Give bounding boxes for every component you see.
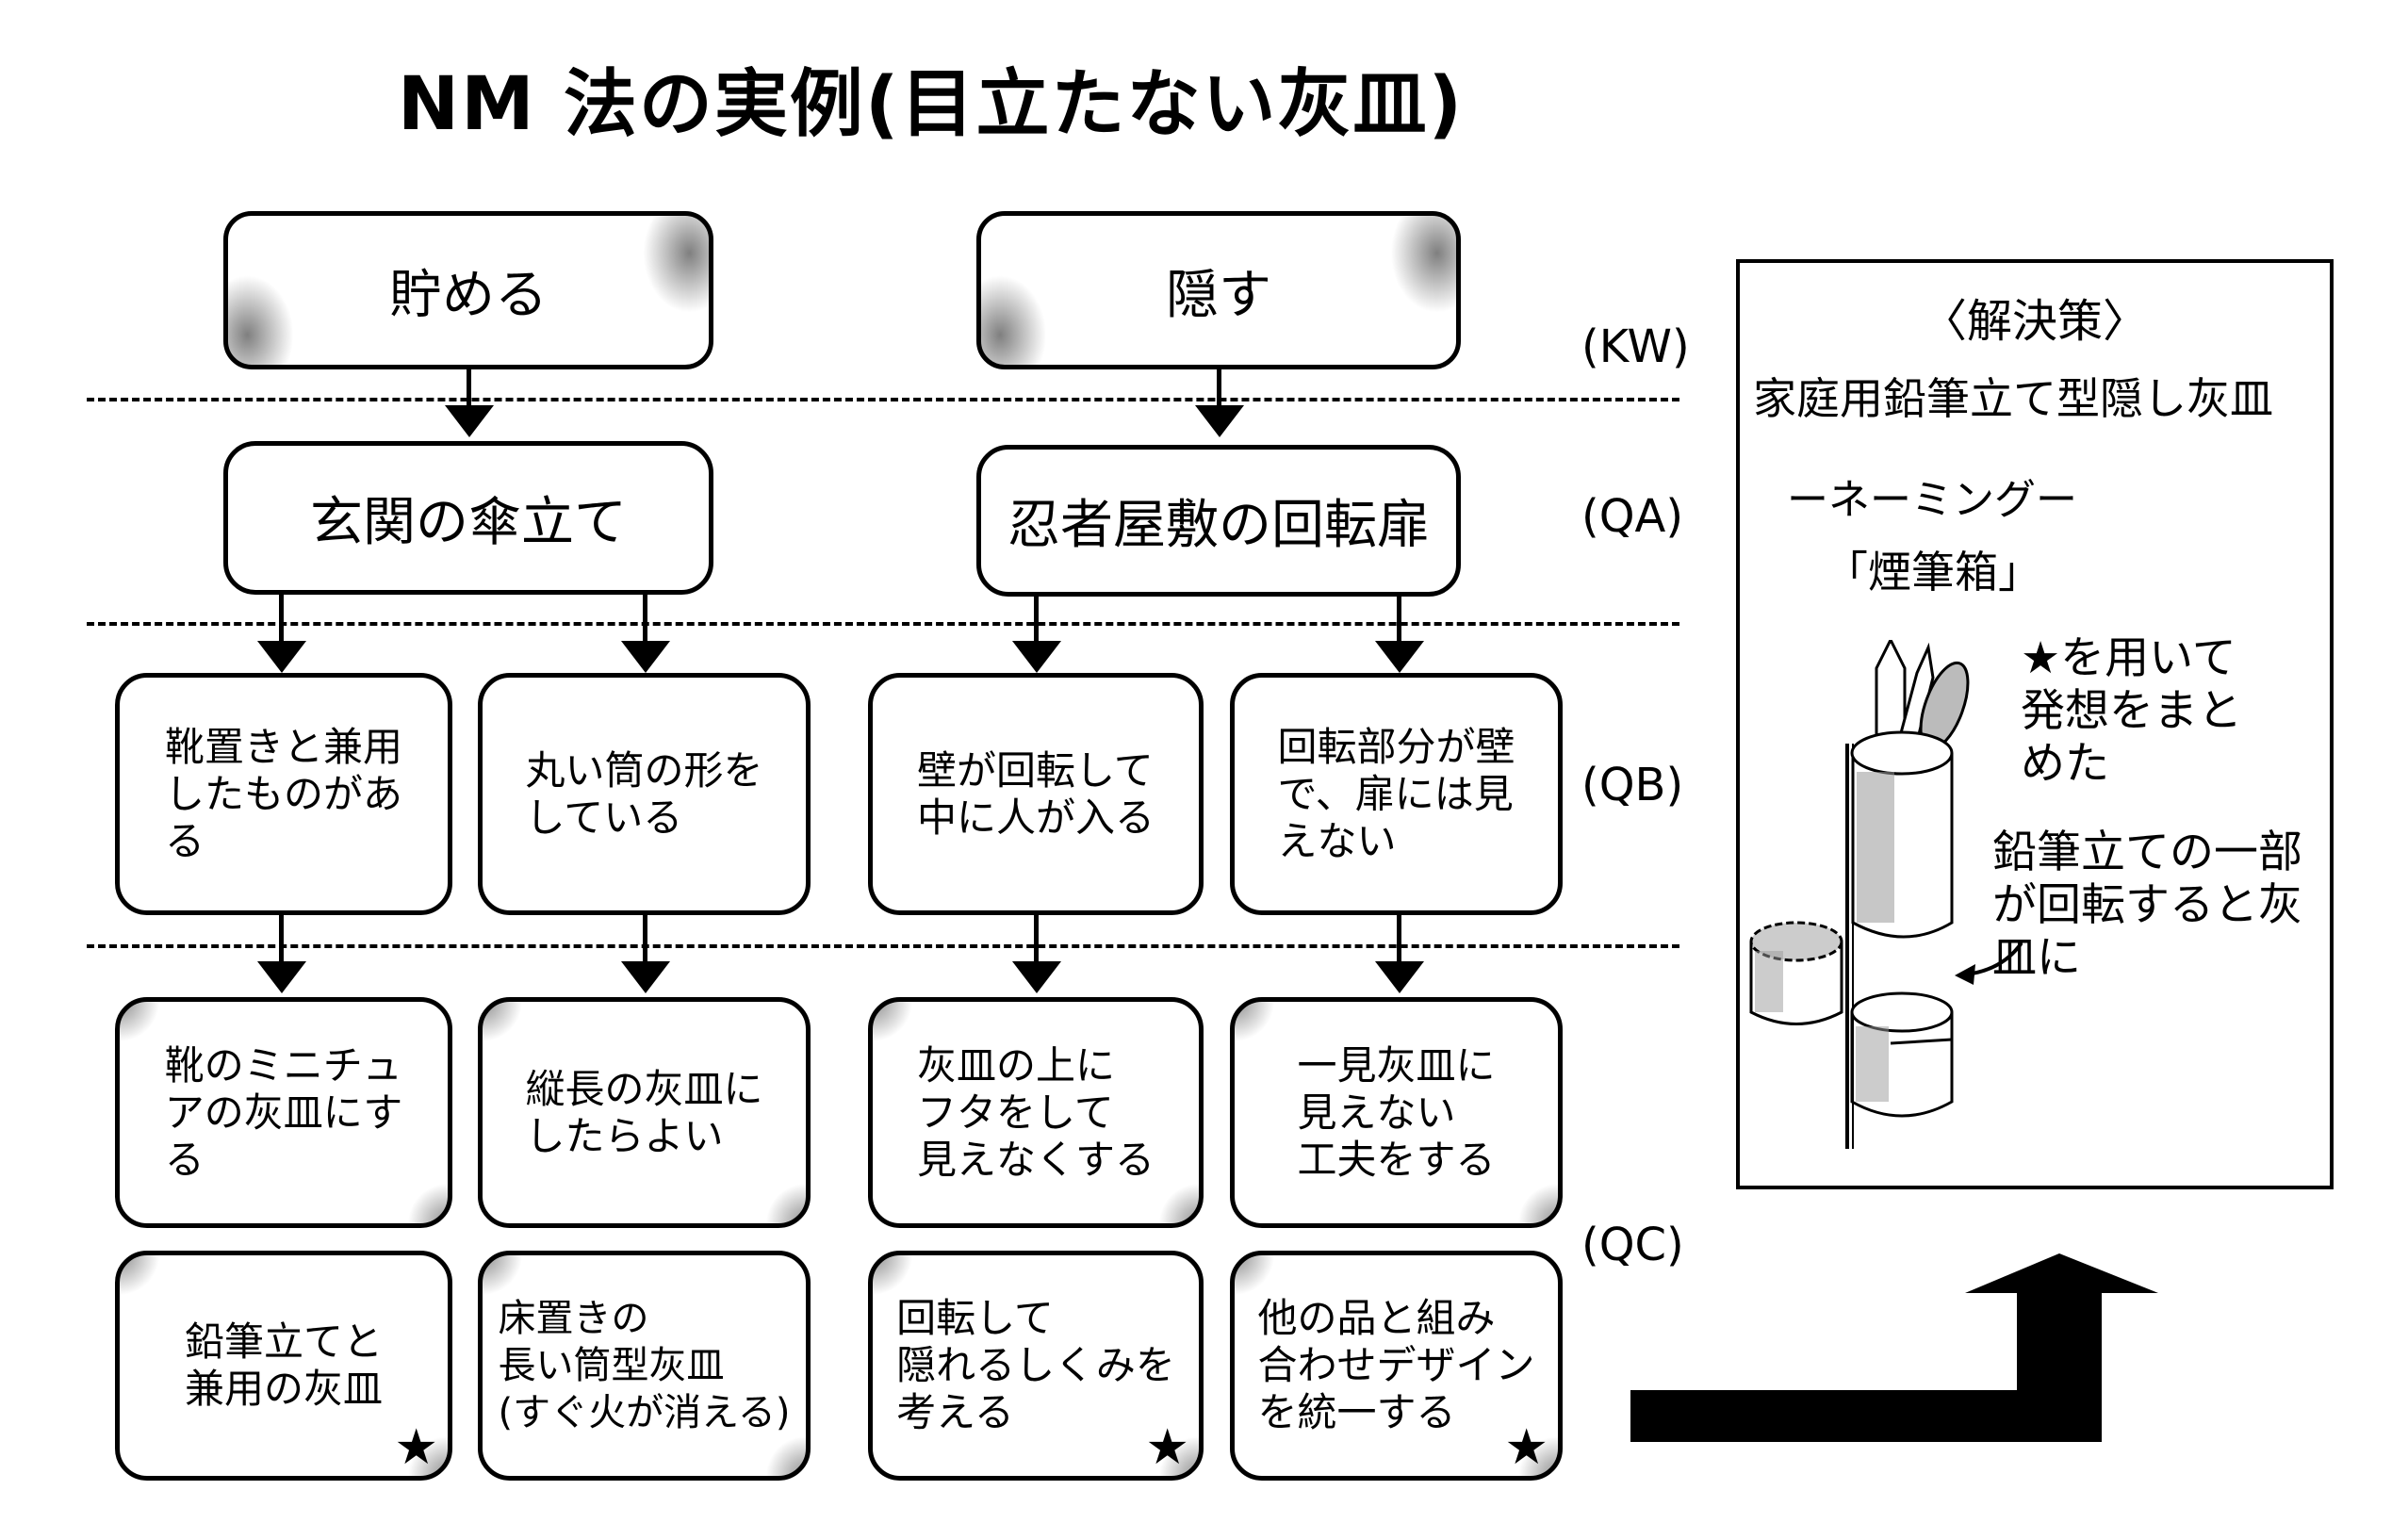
arrow-down-icon (621, 961, 670, 993)
keyword-text: 貯める (389, 264, 548, 326)
base-texture (1856, 1026, 1889, 1102)
connector-line (1397, 915, 1401, 968)
arrow-head-icon (1965, 1253, 2158, 1293)
qb-text: 壁が回転して 中に人が入る (916, 746, 1155, 841)
qc-text: 靴のミニチュ アの灰皿にす る (164, 1041, 403, 1183)
qb-box: 靴置きと兼用 したものがあ る (115, 673, 452, 915)
arrow-down-icon (445, 405, 494, 437)
qb-text: 回転部分が壁 で、扉には見 えない (1277, 723, 1515, 864)
layer-label-qb: (QB) (1581, 759, 1684, 811)
connector-line (1217, 369, 1221, 407)
connector-line (467, 369, 471, 407)
layer-separator (87, 944, 1679, 948)
ashtray-texture (1755, 951, 1783, 1012)
layer-separator (87, 398, 1679, 401)
solution-panel: 〈解決策〉 家庭用鉛筆立て型隠し灰皿 ーネーミングー 「煙筆箱」 ★を用いて 発… (1736, 259, 2334, 1189)
qc-text: 他の品と組み 合わせデザイン を統一する (1257, 1295, 1535, 1435)
qc-text: 縦長の灰皿に したらよい (525, 1065, 763, 1159)
qc-box: 一見灰皿に 見えない 工夫をする (1230, 997, 1563, 1228)
qc-box: 他の品と組み 合わせデザイン を統一する ★ (1230, 1251, 1563, 1481)
qc-box: 回転して 隠れるしくみを 考える ★ (868, 1251, 1204, 1481)
star-icon: ★ (1145, 1419, 1189, 1476)
layer-label-qa: (QA) (1581, 490, 1684, 543)
qc-box: 鉛筆立てと 兼用の灰皿 ★ (115, 1251, 452, 1481)
solution-heading: 〈解決策〉 (1921, 295, 2148, 348)
pencil-holder-ashtray-icon (1749, 640, 2023, 1149)
arrow-down-icon (257, 641, 306, 673)
qb-box: 壁が回転して 中に人が入る (868, 673, 1204, 915)
qc-box: 縦長の灰皿に したらよい (478, 997, 811, 1228)
connector-line (279, 595, 284, 642)
naming-value: 「煙筆箱」 (1825, 547, 2041, 598)
qb-box: 回転部分が壁 で、扉には見 えない (1230, 673, 1563, 915)
qc-text: 床置きの 長い筒型灰皿 (すぐ火が消える) (498, 1297, 791, 1434)
arrow-down-icon (1012, 641, 1061, 673)
qc-box: 灰皿の上に フタをして 見えなくする (868, 997, 1204, 1228)
analogy-text: 忍者屋敷の回転扉 (1007, 495, 1430, 556)
keyword-box: 貯める (223, 211, 713, 369)
connector-line (643, 915, 647, 968)
qb-text: 丸い筒の形を している (525, 746, 763, 841)
qc-box: 床置きの 長い筒型灰皿 (すぐ火が消える) (478, 1251, 811, 1481)
base-rim (1850, 991, 1954, 1033)
connector-line (643, 595, 647, 642)
diagram-title: NM 法の実例(目立たない灰皿) (397, 62, 1465, 147)
qb-box: 丸い筒の形を している (478, 673, 811, 915)
star-icon: ★ (1504, 1419, 1548, 1476)
qc-text: 一見灰皿に 見えない 工夫をする (1297, 1041, 1496, 1183)
qc-text: 灰皿の上に フタをして 見えなくする (916, 1041, 1155, 1183)
base-cylinder (1850, 1012, 1954, 1118)
base-line (1890, 1038, 1953, 1045)
qb-text: 靴置きと兼用 したものがあ る (164, 723, 402, 864)
layer-label-qc: (QC) (1581, 1219, 1684, 1271)
arrow-left-icon (1955, 964, 1975, 985)
qc-text: 鉛筆立てと 兼用の灰皿 (184, 1318, 383, 1412)
flow-arrow (1630, 1253, 2158, 1442)
solution-name: 家庭用鉛筆立て型隠し灰皿 (1753, 373, 2273, 424)
arrow-down-icon (1375, 641, 1424, 673)
holder-rim (1850, 730, 1954, 776)
arrow-down-icon (257, 961, 306, 993)
analogy-text: 玄関の傘立て (310, 492, 627, 553)
naming-label: ーネーミングー (1787, 476, 2077, 524)
star-icon: ★ (394, 1419, 438, 1476)
connector-line (1397, 597, 1401, 642)
connector-line (1034, 915, 1039, 968)
qc-box: 靴のミニチュ アの灰皿にす る (115, 997, 452, 1228)
solution-note-star: ★を用いて 発想をまと めた (2021, 632, 2242, 790)
solution-note-rotation: 鉛筆立ての一部 が回転すると灰 皿に (1992, 827, 2302, 984)
arrow-down-icon (1375, 961, 1424, 993)
analogy-box: 玄関の傘立て (223, 441, 713, 595)
connector-line (1034, 597, 1039, 642)
holder-texture (1857, 772, 1894, 923)
keyword-text: 隠す (1166, 264, 1271, 326)
arrow-down-icon (1012, 961, 1061, 993)
ashtray-cylinder (1749, 942, 1843, 1025)
connector-line (279, 915, 284, 968)
keyword-box: 隠す (976, 211, 1461, 369)
layer-label-kw: (KW) (1581, 320, 1690, 373)
arrow-down-icon (1195, 405, 1244, 437)
layer-separator (87, 622, 1679, 626)
qc-text: 回転して 隠れるしくみを 考える (896, 1295, 1175, 1435)
l-arrow-column (2017, 1291, 2102, 1442)
arrow-down-icon (621, 641, 670, 673)
analogy-box: 忍者屋敷の回転扉 (976, 445, 1461, 597)
